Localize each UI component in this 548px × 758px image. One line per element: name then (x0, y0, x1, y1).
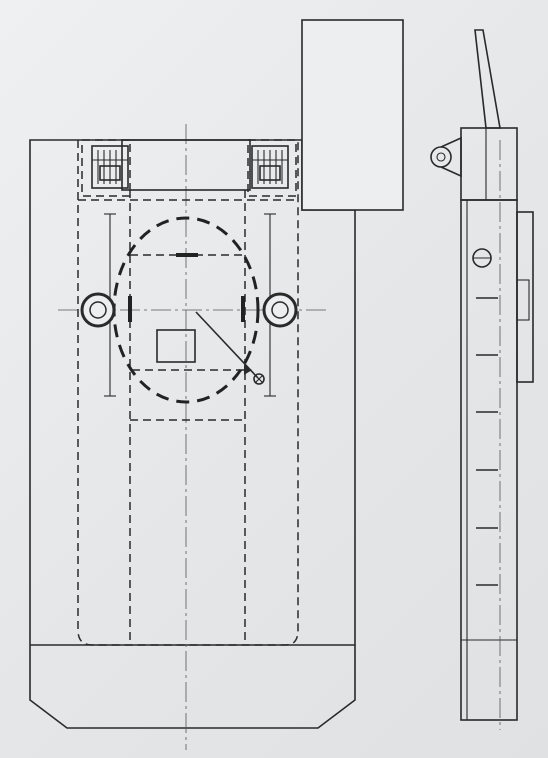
side-stiffeners (476, 297, 498, 586)
winch-right (247, 139, 297, 197)
side-winch-bracket (440, 136, 462, 178)
side-hull (460, 199, 518, 721)
side-appendage-detail (516, 279, 530, 321)
bollard-right (262, 292, 298, 328)
hidden-frame-outer (77, 140, 299, 646)
boom-pivot-cross-b (254, 374, 264, 384)
boom-pivot (253, 373, 265, 385)
winch-left (81, 139, 131, 197)
side-view (430, 29, 534, 730)
control-cabin (156, 329, 196, 363)
bollard-left (80, 292, 116, 328)
arrow-head (244, 365, 252, 375)
boom-line (195, 311, 259, 379)
side-mast (474, 29, 501, 129)
side-winch-drum (430, 146, 452, 168)
side-winch-hub (436, 152, 446, 162)
plan-view (29, 19, 404, 750)
side-deckhouse (460, 127, 518, 201)
side-appendage (516, 211, 534, 383)
deckhouse-panel (301, 19, 404, 211)
